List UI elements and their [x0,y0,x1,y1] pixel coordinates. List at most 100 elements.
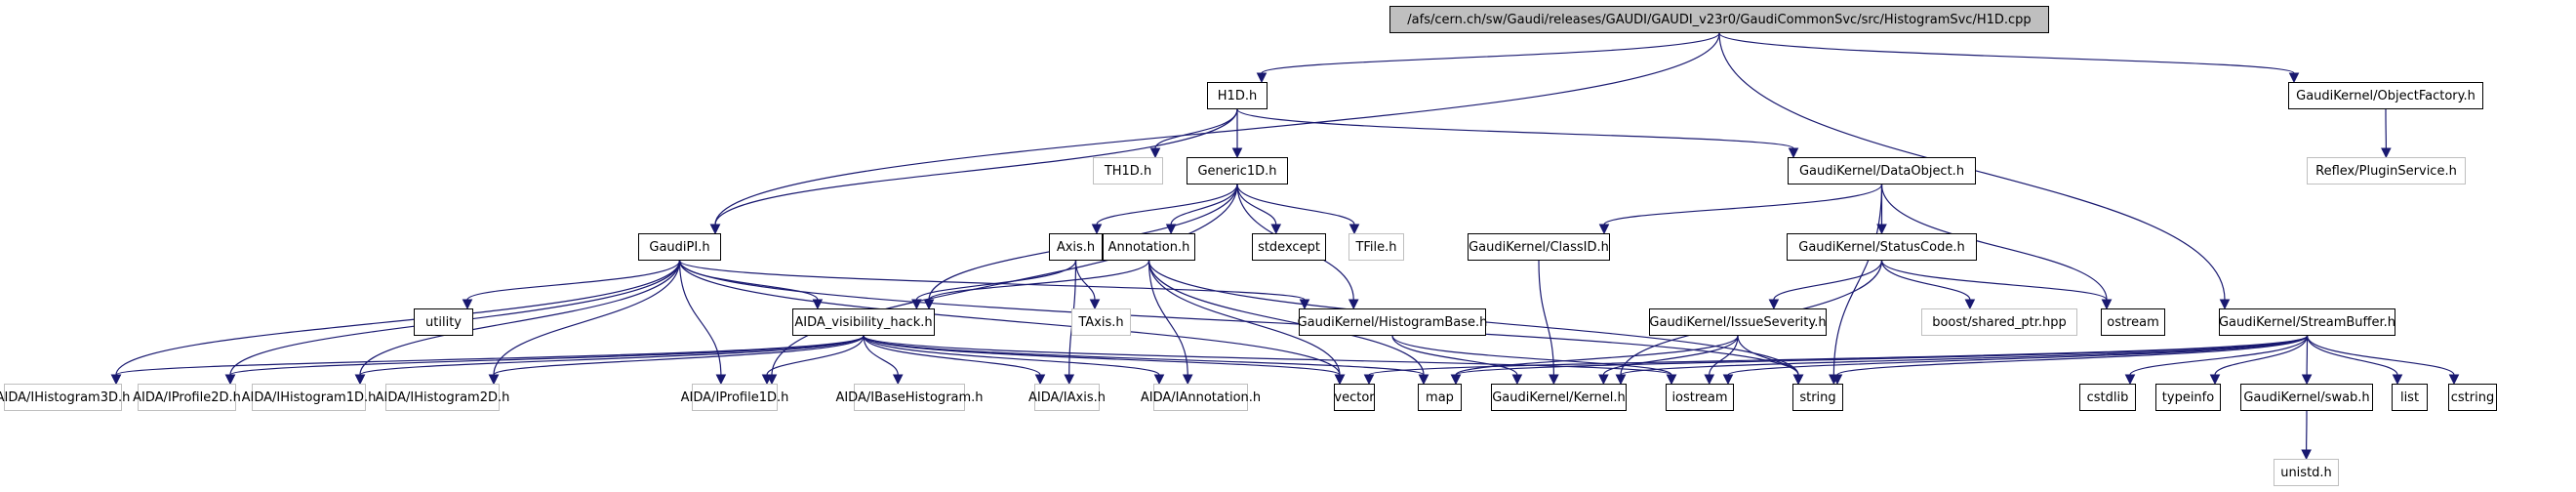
edge-gaudipi-to-ihist3d [115,260,681,376]
graph-node-gaudipi[interactable]: GaudiPI.h [638,233,721,261]
arrowhead-icon [488,374,500,386]
graph-node-label: cstdlib [2086,390,2129,405]
graph-node-issuesev[interactable]: GaudiKernel/IssueSeverity.h [1649,308,1827,336]
edge-aidahack-to-iaxis [863,335,1041,376]
graph-node-statuscode[interactable]: GaudiKernel/StatusCode.h [1787,233,1977,261]
edge-dataobject-to-string [1832,184,1883,376]
edge-classid-to-kernel [1538,260,1554,376]
edge-gaudipi-to-ihist2d [493,260,681,376]
edge-aidahack-to-ihist1d [359,335,865,376]
edge-gaudipi-to-iprof1d [678,260,722,376]
graph-node-label: ostream [2107,314,2159,330]
arrowhead-icon [2301,449,2312,461]
graph-node-label: /afs/cern.ch/sw/Gaudi/releases/GAUDI/GAU… [1407,12,2032,27]
edge-statuscode-to-issuesev [1773,260,1883,301]
graph-node-map[interactable]: map [1418,384,1462,411]
arrowhead-icon [1964,299,1976,310]
graph-node-label: Axis.h [1056,239,1096,255]
edge-aidahack-to-ihist3d [115,335,865,376]
graph-node-objfactory[interactable]: GaudiKernel/ObjectFactory.h [2288,82,2483,109]
graph-node-kernel[interactable]: GaudiKernel/Kernel.h [1491,384,1627,411]
arrowhead-icon [761,374,773,386]
arrowhead-icon [1064,374,1075,386]
graph-node-list[interactable]: list [2392,384,2428,411]
edge-issuesev-to-kernel [1602,335,1739,376]
graph-node-label: GaudiPI.h [649,239,710,255]
graph-node-ostream[interactable]: ostream [2101,308,2165,336]
arrowhead-icon [1450,374,1462,386]
edge-dataobject-to-ostream [1880,184,2108,301]
arrowhead-icon [709,224,721,235]
graph-node-taxis: TAxis.h [1071,308,1131,336]
arrowhead-icon [224,374,236,386]
graph-node-swab[interactable]: GaudiKernel/swab.h [2240,384,2373,411]
edge-streambuffer-to-map [1455,335,2309,376]
arrowhead-icon [1153,374,1165,386]
edge-annotation-to-map [1147,260,1425,376]
edge-generic1d-to-stdexcept [1236,184,1277,226]
graph-node-label: AIDA/IBaseHistogram.h [835,390,984,405]
graph-node-label: typeinfo [2161,390,2215,405]
graph-node-cstring[interactable]: cstring [2448,384,2497,411]
graph-node-iostream[interactable]: iostream [1666,384,1734,411]
graph-node-string[interactable]: string [1792,384,1843,411]
edge-aidahack-to-iostream [863,335,1672,376]
arrowhead-icon [1511,374,1523,386]
graph-node-label: unistd.h [2280,465,2332,480]
arrowhead-icon [110,374,122,386]
edge-root-to-h1d [1261,32,1720,74]
arrowhead-icon [1666,374,1677,386]
graph-node-axis[interactable]: Axis.h [1049,233,1103,261]
graph-node-annotation[interactable]: Annotation.h [1103,233,1195,261]
arrowhead-icon [1598,224,1610,235]
edge-generic1d-to-annotation [1170,184,1238,226]
edge-generic1d-to-iprof1d [771,184,1238,376]
graph-node-vector[interactable]: vector [1334,384,1375,411]
graph-node-label: map [1426,390,1454,405]
graph-node-generic1d[interactable]: Generic1D.h [1187,157,1288,184]
arrowhead-icon [1876,224,1887,235]
graph-node-h1d[interactable]: H1D.h [1207,82,1268,109]
graph-node-classid[interactable]: GaudiKernel/ClassID.h [1468,233,1610,261]
graph-node-label: GaudiKernel/StreamBuffer.h [2218,314,2396,330]
edge-aidahack-to-map [863,335,1425,376]
edge-generic1d-to-tfile [1236,184,1355,226]
arrowhead-icon [2219,299,2231,310]
edge-dataobject-to-classid [1603,184,1883,226]
arrowhead-icon [2392,374,2403,386]
graph-node-root[interactable]: /afs/cern.ch/sw/Gaudi/releases/GAUDI/GAU… [1389,6,2049,33]
graph-node-label: Annotation.h [1107,239,1190,255]
graph-node-histbase[interactable]: GaudiKernel/HistogramBase.h [1297,308,1488,336]
arrowhead-icon [1768,299,1780,310]
graph-node-label: string [1799,390,1836,405]
graph-node-cstdlib[interactable]: cstdlib [2079,384,2136,411]
edge-axis-to-taxis [1074,260,1096,301]
graph-node-aidahack[interactable]: AIDA_visibility_hack.h [792,308,935,336]
graph-node-dataobject[interactable]: GaudiKernel/DataObject.h [1788,157,1976,184]
graph-node-label: GaudiKernel/DataObject.h [1798,163,1965,179]
edge-axis-to-aidahack [915,260,1077,301]
edge-aidahack-to-iprof1d [766,335,865,376]
graph-node-label: GaudiKernel/ObjectFactory.h [2296,88,2475,103]
graph-node-typeinfo[interactable]: typeinfo [2155,384,2221,411]
edge-aidahack-to-iprof2d [229,335,865,376]
graph-node-stdexcept[interactable]: stdexcept [1252,233,1326,261]
edge-streambuffer-to-string [1836,335,2309,376]
edge-streambuffer-to-cstdlib [2129,335,2309,376]
graph-node-label: list [2399,390,2420,405]
edge-aidahack-to-iannotation [863,335,1160,376]
graph-node-utility[interactable]: utility [414,308,473,336]
arrowhead-icon [1549,374,1559,386]
edge-streambuffer-to-typeinfo [2214,335,2309,376]
graph-node-label: GaudiKernel/HistogramBase.h [1297,314,1488,330]
graph-node-streambuffer[interactable]: GaudiKernel/StreamBuffer.h [2219,308,2395,336]
graph-node-label: boost/shared_ptr.hpp [1932,314,2067,330]
graph-node-ihist2d: AIDA/IHistogram2D.h [376,384,509,411]
graph-node-label: AIDA_visibility_hack.h [794,314,933,330]
graph-node-iannotation: AIDA/IAnnotation.h [1141,384,1261,411]
arrowhead-icon [1348,224,1360,235]
arrowhead-icon [1034,374,1046,386]
arrowhead-icon [1788,147,1799,159]
edge-issuesev-to-map [1455,335,1739,376]
arrowhead-icon [2209,374,2221,386]
